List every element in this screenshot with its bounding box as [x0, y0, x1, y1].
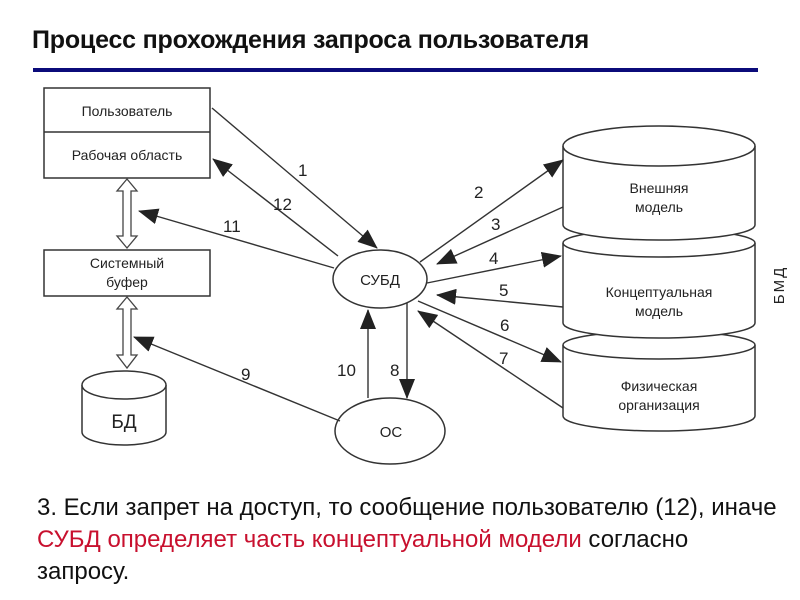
physical-line2: организация [618, 397, 699, 413]
arrows [133, 107, 564, 422]
system-buffer-line2: буфер [106, 274, 148, 290]
caption-text-1: 3. Если запрет на доступ, то сообщение п… [37, 494, 777, 521]
arrow-labels: 1 12 11 9 10 8 2 3 4 5 6 7 [223, 161, 509, 384]
db-cylinder: БД [81, 370, 167, 446]
arrow-1 [211, 107, 378, 249]
db-label: БД [111, 412, 136, 433]
title-underline [33, 68, 758, 72]
user-box-frame [43, 87, 211, 179]
os-node: ОС [334, 397, 446, 465]
external-line1: Внешняя [630, 180, 689, 196]
arrow-label-1: 1 [298, 161, 307, 180]
arrow-label-4: 4 [489, 249, 498, 268]
bmd-side-label: БМД [771, 266, 788, 305]
double-arrow-buffer-db [115, 295, 139, 370]
dbms-node: СУБД [332, 249, 428, 309]
physical-line1: Физическая [621, 378, 698, 394]
bmd-layer-external: Внешняя модель [562, 125, 756, 241]
user-box: Пользователь Рабочая область [43, 87, 211, 179]
conceptual-line1: Концептуальная [606, 284, 713, 300]
arrow-2 [419, 159, 564, 263]
conceptual-line2: модель [635, 303, 683, 319]
slide-caption: 3. Если запрет на доступ, то сообщение п… [37, 492, 777, 588]
workspace-label: Рабочая область [72, 147, 183, 163]
os-label: ОС [380, 424, 403, 441]
caption-text-2: согласно запросу. [37, 526, 689, 585]
slide-title: Процесс прохождения запроса пользователя [32, 26, 589, 54]
arrow-label-6: 6 [500, 316, 509, 335]
arrow-5 [436, 288, 564, 308]
arrow-7 [417, 310, 564, 409]
external-line2: модель [635, 199, 683, 215]
arrow-6 [417, 300, 562, 363]
arrow-3 [436, 206, 564, 265]
arrow-label-10: 10 [337, 361, 356, 380]
arrow-9 [133, 336, 341, 422]
arrow-label-3: 3 [491, 215, 500, 234]
arrow-12 [212, 158, 339, 257]
arrow-label-7: 7 [499, 349, 508, 368]
system-buffer-box: Системный буфер [43, 249, 211, 297]
arrow-label-9: 9 [241, 365, 250, 384]
caption-highlight: СУБД определяет часть концептуальной мод… [37, 526, 582, 553]
arrow-label-11: 11 [223, 217, 241, 236]
arrow-label-12: 12 [273, 195, 292, 214]
bmd-storage: Физическая организация Концептуальная мо… [562, 125, 788, 432]
user-label: Пользователь [82, 103, 173, 119]
dbms-label: СУБД [360, 272, 400, 289]
arrow-4 [426, 251, 562, 284]
bmd-layer-physical: Физическая организация [562, 330, 756, 432]
double-arrow-user-buffer [115, 177, 139, 250]
bmd-layer-conceptual: Концептуальная модель [562, 228, 756, 339]
arrow-11 [138, 208, 335, 269]
system-buffer-line1: Системный [90, 255, 164, 271]
arrow-label-2: 2 [474, 183, 483, 202]
arrow-label-8: 8 [390, 361, 399, 380]
arrow-label-5: 5 [499, 281, 508, 300]
